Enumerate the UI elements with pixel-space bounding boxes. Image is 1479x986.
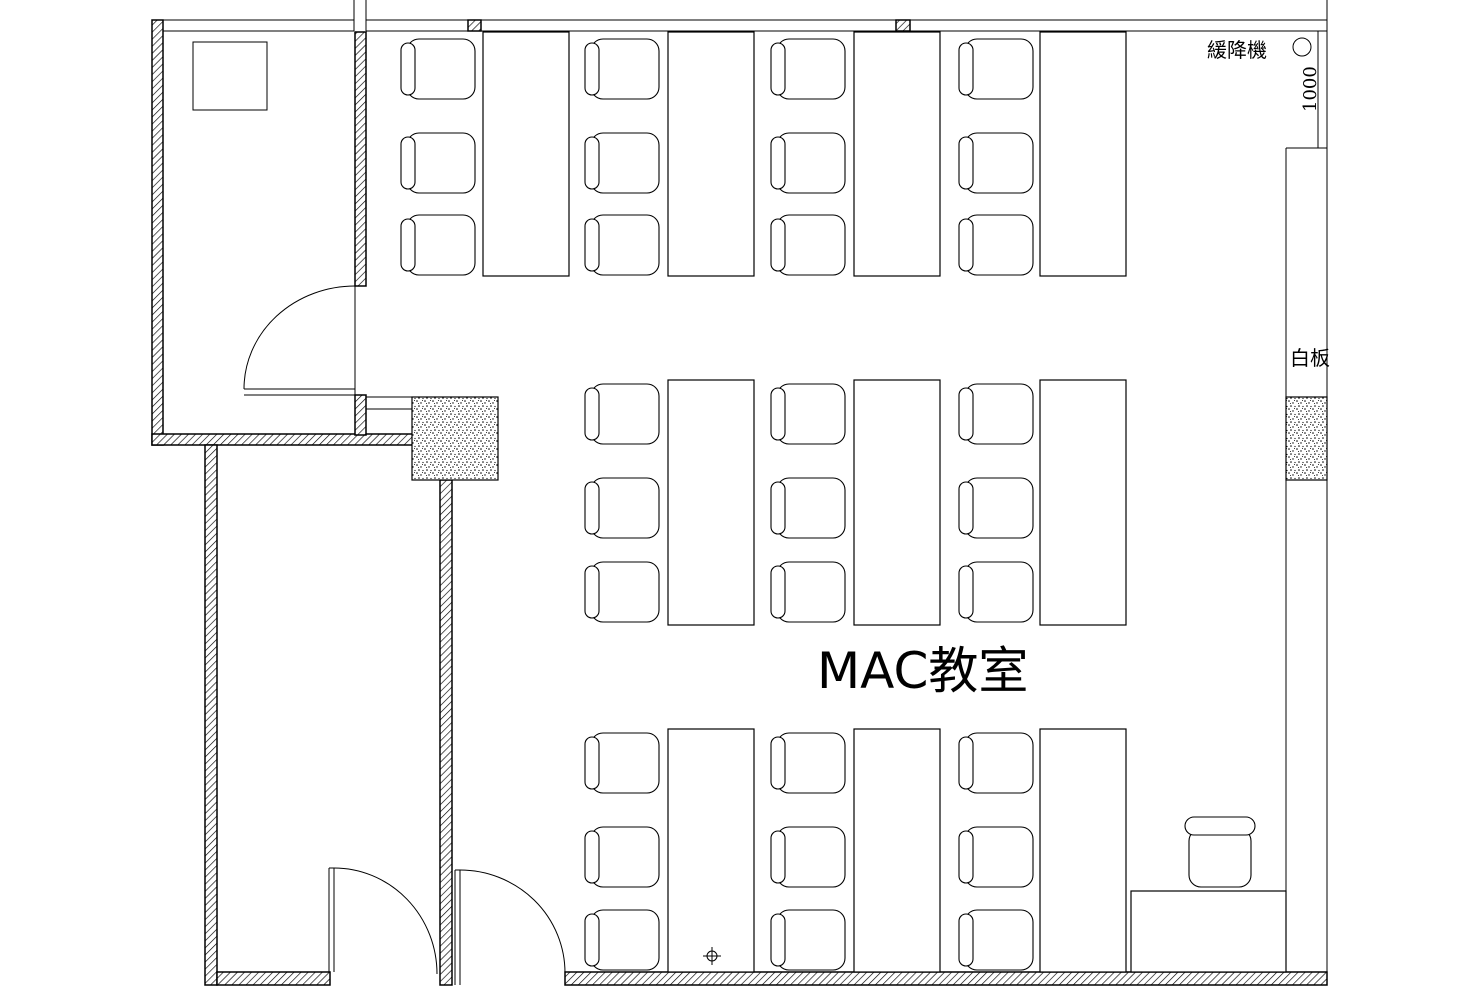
teacher-desk — [1130, 890, 1287, 973]
column-right — [1285, 396, 1328, 481]
desk-r0-2 — [853, 31, 941, 277]
chair-r2-0-1 — [584, 826, 660, 888]
dimension-label: 1000 — [1300, 66, 1321, 112]
chair-r2-1-0 — [770, 732, 846, 794]
right-wall — [1285, 31, 1328, 972]
corridor-walls — [204, 444, 453, 986]
chair-r1-2-2 — [958, 561, 1034, 623]
door-classroom — [454, 869, 566, 985]
chair-r2-1-2 — [770, 909, 846, 971]
desk-r1-2 — [1039, 379, 1127, 626]
room-label: MAC教室 — [817, 642, 1028, 700]
chair-r2-2-1 — [958, 826, 1034, 888]
chair-r2-0-0 — [584, 732, 660, 794]
chair-r2-0-2 — [584, 909, 660, 971]
chair-r0-0-2 — [400, 214, 476, 276]
door-corridor — [328, 867, 438, 975]
chair-r1-0-0 — [584, 383, 660, 445]
chair-r0-1-2 — [584, 214, 660, 276]
chair-r1-0-2 — [584, 561, 660, 623]
escape-device-icon — [1292, 37, 1312, 57]
chair-r0-2-0 — [770, 38, 846, 100]
desk-r1-0 — [667, 379, 755, 626]
chair-r1-0-1 — [584, 477, 660, 539]
chair-r0-2-1 — [770, 132, 846, 194]
desk-r0-0 — [482, 31, 570, 277]
desk-r0-3 — [1039, 31, 1127, 277]
chair-r0-3-2 — [958, 214, 1034, 276]
chair-r2-1-1 — [770, 826, 846, 888]
desk-r1-1 — [853, 379, 941, 626]
top-boundary — [163, 0, 1328, 32]
chair-r0-0-0 — [400, 38, 476, 100]
chair-r1-2-0 — [958, 383, 1034, 445]
desk-r2-0 — [667, 728, 755, 973]
chair-r0-0-1 — [400, 132, 476, 194]
chair-r0-2-2 — [770, 214, 846, 276]
chair-r2-2-2 — [958, 909, 1034, 971]
chair-r1-1-1 — [770, 477, 846, 539]
door-left-room — [243, 285, 356, 395]
crosshair-icon — [703, 947, 721, 965]
desk-r2-2 — [1039, 728, 1127, 973]
column-center — [411, 396, 499, 481]
desk-r0-1 — [667, 31, 755, 277]
escape-device-label: 緩降機 — [1207, 38, 1267, 62]
desk-r2-1 — [853, 728, 941, 973]
chair-r0-3-0 — [958, 38, 1034, 100]
classroom-bottom-wall — [564, 971, 1328, 986]
chair-r0-3-1 — [958, 132, 1034, 194]
chair-r0-1-1 — [584, 132, 660, 194]
equipment-box — [192, 41, 268, 111]
chair-r1-1-2 — [770, 561, 846, 623]
whiteboard-label: 白板 — [1290, 346, 1330, 370]
chair-r1-1-0 — [770, 383, 846, 445]
teacher-chair — [1184, 816, 1256, 888]
left-room-walls — [151, 19, 415, 446]
chair-r0-1-0 — [584, 38, 660, 100]
chair-r2-2-0 — [958, 732, 1034, 794]
chair-r1-2-1 — [958, 477, 1034, 539]
furniture-layer — [400, 31, 1127, 973]
